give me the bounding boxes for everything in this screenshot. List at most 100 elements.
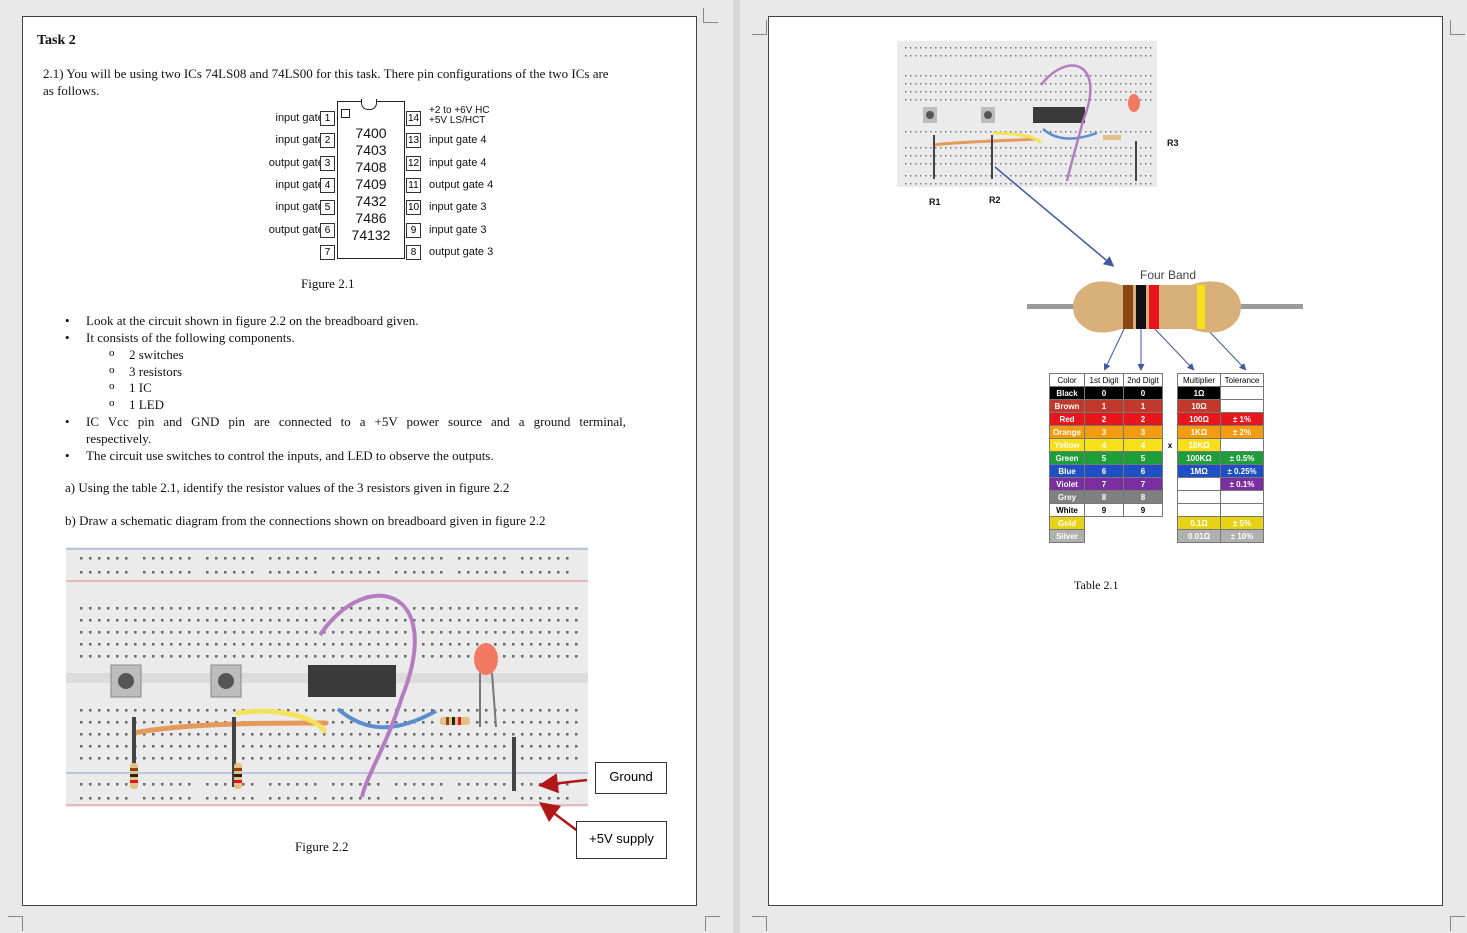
- right-pin-label: input gate 3: [429, 223, 487, 236]
- left-pin-number: 4: [320, 177, 335, 193]
- pin1-marker: [341, 109, 350, 118]
- figure-2-2-caption: Figure 2.2: [295, 839, 349, 854]
- left-pin-label: input gate 2: [275, 178, 334, 191]
- multiply-gap: [1162, 464, 1178, 478]
- document-page-1: Task 2 2.1) You will be using two ICs 74…: [22, 16, 697, 906]
- bullet-3-text-cont: respectively.: [86, 431, 152, 446]
- crop-mark: [703, 8, 718, 23]
- tolerance-cell: [1220, 490, 1264, 504]
- color-name-cell: Green: [1049, 451, 1085, 465]
- second-digit-cell: [1123, 516, 1163, 530]
- intro-text-line-2: as follows.: [43, 83, 100, 98]
- tolerance-cell: ± 10%: [1220, 529, 1264, 543]
- crop-mark: [752, 20, 767, 35]
- right-pin-number: 8: [406, 244, 421, 260]
- right-pin-number: 11: [406, 177, 421, 193]
- right-pin-label: input gate 3: [429, 201, 487, 214]
- table-2-1-caption: Table 2.1: [1074, 578, 1119, 592]
- tolerance-cell: [1220, 438, 1264, 452]
- right-pin-number: 12: [406, 155, 421, 171]
- document-page-2: R1 R2 R3 Four Band Color 1st Digit: [768, 16, 1443, 906]
- right-pin-label: input gate 4: [429, 134, 487, 147]
- color-name-cell: Black: [1049, 386, 1085, 400]
- crop-mark: [8, 916, 23, 931]
- left-pin-label: input gate 2: [275, 201, 334, 214]
- right-pin-number: 13: [406, 133, 421, 149]
- second-digit-cell: 6: [1123, 464, 1163, 478]
- supply-label-2: +5V LS/HCT: [429, 115, 486, 126]
- second-digit-cell: 8: [1123, 490, 1163, 504]
- header-2nd-digit: 2nd Digit: [1123, 373, 1163, 387]
- left-pin-label: input gate 1: [275, 134, 334, 147]
- right-pin-number: 14: [406, 111, 421, 126]
- first-digit-cell: [1084, 529, 1124, 543]
- led-component: [474, 643, 498, 675]
- diagram-arrows: [994, 166, 1247, 371]
- ic-part-number: 7408: [355, 159, 387, 175]
- sub-item-resistors: 3 resistors: [129, 364, 183, 379]
- left-pin-number: 7: [320, 244, 335, 260]
- ground-callout: Ground: [595, 762, 667, 794]
- band-black: [1136, 285, 1146, 329]
- first-digit-cell: [1084, 516, 1124, 530]
- multiply-gap: [1162, 490, 1178, 504]
- tolerance-cell: ± 2%: [1220, 425, 1264, 439]
- bullet-dot: •: [65, 448, 70, 463]
- multiplier-cell: 100Ω: [1177, 412, 1221, 426]
- sub-bullet-circle: o: [109, 397, 115, 409]
- left-pin-number: 3: [320, 155, 335, 171]
- bullet-dot: •: [65, 414, 70, 429]
- header-color: Color: [1049, 373, 1085, 387]
- tolerance-cell: [1220, 399, 1264, 413]
- left-pin-number: 1: [320, 111, 335, 126]
- tolerance-cell: ± 0.25%: [1220, 464, 1264, 478]
- four-band-label: Four Band: [1140, 268, 1197, 282]
- band-gold: [1197, 285, 1205, 329]
- multiplier-cell: 0.1Ω: [1177, 516, 1221, 530]
- second-digit-cell: 0: [1123, 386, 1163, 400]
- color-name-cell: Grey: [1049, 490, 1085, 504]
- multiply-gap: [1162, 477, 1178, 491]
- header-1st-digit: 1st Digit: [1084, 373, 1124, 387]
- first-digit-cell: 7: [1084, 477, 1124, 491]
- second-digit-cell: [1123, 529, 1163, 543]
- callout-arrows: [538, 773, 588, 836]
- multiply-gap: [1162, 516, 1178, 530]
- left-pin-number: 6: [320, 222, 335, 238]
- crop-mark: [752, 916, 767, 931]
- crop-mark: [705, 916, 720, 931]
- first-digit-cell: 8: [1084, 490, 1124, 504]
- question-a: a) Using the table 2.1, identify the res…: [65, 480, 510, 495]
- tolerance-cell: ± 1%: [1220, 412, 1264, 426]
- first-digit-cell: 2: [1084, 412, 1124, 426]
- multiplier-cell: 100KΩ: [1177, 451, 1221, 465]
- multiply-gap: [1162, 399, 1178, 413]
- tolerance-cell: ± 5%: [1220, 516, 1264, 530]
- breadboard-ic-chip: [308, 665, 396, 697]
- multiplier-cell: 0.01Ω: [1177, 529, 1221, 543]
- sub-item-ic: 1 IC: [129, 380, 152, 395]
- multiplier-cell: [1177, 490, 1221, 504]
- bullet-1-text: Look at the circuit shown in figure 2.2 …: [86, 313, 419, 328]
- task-title: Task 2: [37, 33, 76, 48]
- multiply-gap: [1162, 451, 1178, 465]
- ic-part-number: 7400: [355, 125, 387, 141]
- ic-notch: [361, 99, 377, 110]
- multiply-gap: [1162, 412, 1178, 426]
- right-pin-label: input gate 4: [429, 156, 487, 169]
- color-name-cell: Red: [1049, 412, 1085, 426]
- tolerance-cell: [1220, 503, 1264, 517]
- tolerance-cell: ± 0.1%: [1220, 477, 1264, 491]
- tolerance-cell: ± 0.5%: [1220, 451, 1264, 465]
- color-name-cell: Blue: [1049, 464, 1085, 478]
